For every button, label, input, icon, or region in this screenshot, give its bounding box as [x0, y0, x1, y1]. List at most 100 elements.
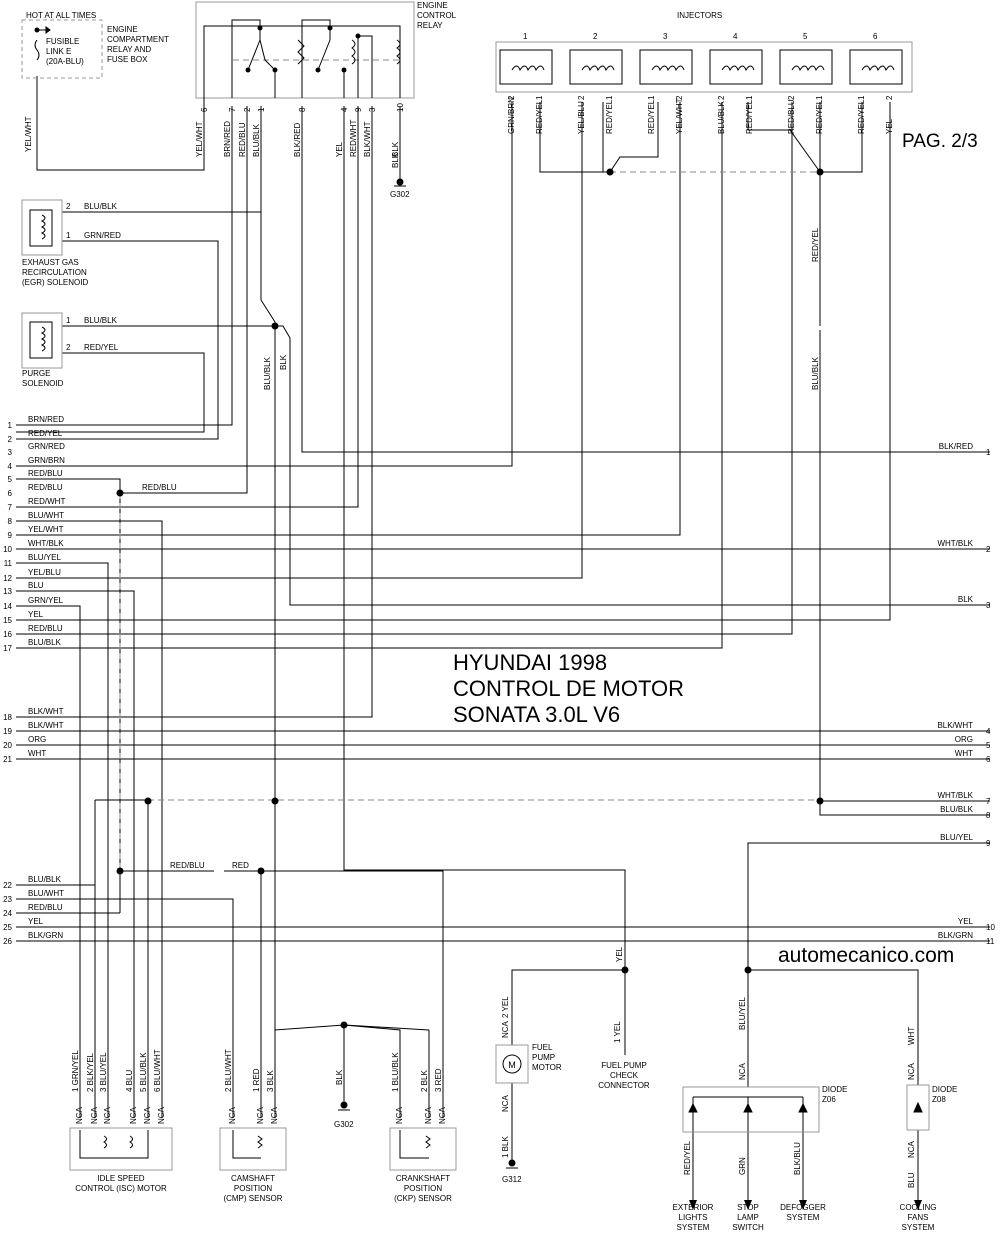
- destination-system-label: DEFOGGER: [780, 1203, 826, 1212]
- isc-pin-label: 2 BLK/YEL: [86, 1052, 95, 1092]
- ckp-pin-label: 3 RED: [434, 1068, 443, 1092]
- nca-label: NCA: [75, 1106, 84, 1124]
- right-wire-label: YEL: [958, 917, 974, 926]
- left-wire-label: ORG: [28, 735, 46, 744]
- right-wire-label: WHT: [955, 749, 973, 758]
- egr-pin-number: 1: [66, 231, 71, 240]
- component-boxes: [22, 2, 912, 1170]
- right-connector-pin: 5: [986, 741, 991, 750]
- compartment-box-label: RELAY AND: [107, 45, 151, 54]
- right-connector-pin: 11: [986, 937, 995, 946]
- dashed-links: [120, 60, 820, 871]
- nca-label: NCA: [228, 1106, 237, 1124]
- left-connector-pin: 14: [3, 602, 12, 611]
- injector-wire-label: RED/YEL: [745, 99, 754, 134]
- injector-wire-label: YEL: [885, 118, 894, 134]
- diode-z06-icon: [688, 1097, 808, 1113]
- egr-solenoid-label: (EGR) SOLENOID: [22, 278, 88, 287]
- page-number: PAG. 2/3: [902, 131, 978, 152]
- injector-wire-label: RED/YEL: [535, 99, 544, 134]
- left-wire-label: YEL/BLU: [28, 568, 61, 577]
- wire-label: RED/BLU: [142, 483, 177, 492]
- relay-title: RELAY: [417, 21, 443, 30]
- wire-label: BLK: [391, 152, 400, 168]
- injector-wire-label: GRN/BRN: [507, 97, 516, 134]
- injector-wire-label: RED/YEL: [647, 99, 656, 134]
- destination-system-label: COOLING: [900, 1203, 937, 1212]
- nca-label: NCA: [424, 1106, 433, 1124]
- diode-output-wire: RED/YEL: [683, 1140, 692, 1175]
- sensor-internals: [80, 1130, 430, 1158]
- relay-wire-label: BLK: [391, 141, 400, 157]
- left-connector-pin: 7: [8, 503, 13, 512]
- wire-label: BLK: [335, 1069, 344, 1085]
- left-connector-pin: 1: [8, 421, 13, 430]
- cmp-pin-label: 1 RED: [252, 1068, 261, 1092]
- left-connector-pin: 11: [4, 559, 13, 568]
- wires: [16, 76, 990, 1210]
- purge-solenoid-label: SOLENOID: [22, 379, 64, 388]
- relay-pin-number: 8: [298, 107, 307, 112]
- wire-label: RED: [232, 861, 249, 870]
- relay-pin-number: 10: [396, 103, 405, 112]
- nca-label: NCA: [438, 1106, 447, 1124]
- left-wire-label: BRN/RED: [28, 415, 64, 424]
- injector-number: 1: [523, 32, 528, 41]
- purge-pin-number: 2: [66, 343, 71, 352]
- relay-wire-label: BLK/WHT: [363, 121, 372, 157]
- left-connector-pin: 12: [3, 574, 12, 583]
- relay-title: CONTROL: [417, 11, 457, 20]
- left-wire-label: BLK/WHT: [28, 707, 64, 716]
- left-connector-pin: 20: [3, 741, 12, 750]
- wire-label: RED/BLU: [170, 861, 205, 870]
- injector-pin-number: 1: [745, 95, 754, 100]
- injector-pin-number: 2: [717, 95, 726, 100]
- relay-pin-number: 7: [228, 107, 237, 112]
- left-connector-pin: 19: [3, 727, 12, 736]
- fuse-symbol-icon: [35, 26, 51, 60]
- left-wire-label: BLU: [28, 581, 44, 590]
- isc-pin-label: 1 GRN/YEL: [71, 1050, 80, 1092]
- injector-pin-number: 1: [535, 95, 544, 100]
- relay-pin-number: 9: [354, 107, 363, 112]
- left-wire-label: YEL: [28, 610, 44, 619]
- cmp-pin-label: 2 BLU/WHT: [224, 1049, 233, 1092]
- wire-label: RED/YEL: [811, 227, 820, 262]
- destination-system-label: STOP: [737, 1203, 759, 1212]
- ground-label: G302: [390, 190, 410, 199]
- left-connector-pin: 9: [8, 531, 13, 540]
- left-wire-label: GRN/YEL: [28, 596, 64, 605]
- wire-label: BLU/YEL: [738, 997, 747, 1030]
- right-wire-label: BLU/YEL: [940, 833, 973, 842]
- left-wire-label: BLK/WHT: [28, 721, 64, 730]
- left-wire-label: RED/WHT: [28, 497, 65, 506]
- left-wire-label: RED/BLU: [28, 483, 63, 492]
- right-wire-label: BLK/GRN: [938, 931, 973, 940]
- relay-pin-number: 3: [368, 107, 377, 112]
- wire-label: BLK: [279, 354, 288, 370]
- relay-pin-number: 2: [243, 107, 252, 112]
- purge-wire-label: RED/YEL: [84, 343, 119, 352]
- left-connector-pin: 18: [3, 713, 12, 722]
- nca-label: NCA: [143, 1106, 152, 1124]
- diode-z06-label: DIODE: [822, 1085, 847, 1094]
- ckp-pin-label: 1 BLU/BLK: [391, 1052, 400, 1092]
- injector-pin-number: 1: [857, 95, 866, 100]
- isc-pin-label: 6 BLU/WHT: [153, 1049, 162, 1092]
- injector-wire-label: YEL/BLU: [577, 101, 586, 134]
- relay-title: ENGINE: [417, 1, 448, 10]
- splice-points: [116, 168, 824, 1167]
- ground-label: G312: [502, 1175, 522, 1184]
- compartment-box-label: COMPARTMENT: [107, 35, 169, 44]
- left-wire-label: RED/YEL: [28, 429, 63, 438]
- left-connector-pin: 21: [3, 755, 12, 764]
- nca-label: NCA: [270, 1106, 279, 1124]
- fuel-pump-check-connector-label: FUEL PUMP: [601, 1061, 647, 1070]
- right-connector-pin: 9: [986, 839, 991, 848]
- relay-wire-label: RED/BLU: [238, 122, 247, 157]
- nca-label: NCA: [103, 1106, 112, 1124]
- right-connector-pin: 3: [986, 601, 991, 610]
- nca-label: NCA: [129, 1106, 138, 1124]
- left-connector-pin: 22: [3, 881, 12, 890]
